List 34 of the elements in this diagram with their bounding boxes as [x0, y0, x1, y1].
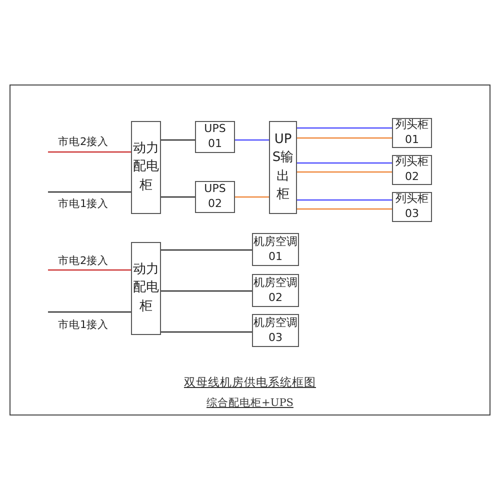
power-line — [297, 127, 392, 129]
rack-cabinet-box: 列头柜 03 — [392, 192, 432, 222]
power-line — [48, 191, 131, 193]
edge-label: 市电1接入 — [58, 197, 109, 211]
ups-output-cabinet: UPS输出柜 — [269, 121, 297, 214]
power-line — [161, 331, 252, 333]
power-distribution-cabinet: 动力配电柜 — [131, 121, 161, 214]
power-line — [161, 196, 195, 198]
power-line — [235, 196, 269, 198]
ups-box: UPS 02 — [195, 181, 235, 213]
power-line — [48, 151, 131, 153]
edge-label: 市电2接入 — [58, 135, 109, 149]
power-line — [161, 290, 252, 292]
power-line — [297, 199, 392, 201]
rack-cabinet-box: 列头柜 01 — [392, 118, 432, 148]
diagram-caption: 综合配电柜+UPS — [206, 396, 294, 410]
air-conditioner-box: 机房空调 01 — [252, 233, 299, 266]
power-line — [235, 139, 269, 141]
power-line — [48, 311, 131, 313]
diagram-title: 双母线机房供电系统框图 — [183, 375, 317, 390]
ups-box: UPS 01 — [195, 121, 235, 153]
power-distribution-cabinet: 动力配电柜 — [131, 242, 161, 335]
rack-cabinet-box: 列头柜 02 — [392, 155, 432, 185]
edge-label: 市电2接入 — [58, 254, 109, 268]
edge-label: 市电1接入 — [58, 318, 109, 332]
power-line — [297, 162, 392, 164]
power-line — [48, 269, 131, 271]
power-line — [297, 137, 392, 139]
power-line — [161, 249, 252, 251]
power-line — [297, 171, 392, 173]
air-conditioner-box: 机房空调 02 — [252, 274, 299, 307]
power-line — [161, 139, 195, 141]
air-conditioner-box: 机房空调 03 — [252, 314, 299, 347]
power-line — [297, 208, 392, 210]
